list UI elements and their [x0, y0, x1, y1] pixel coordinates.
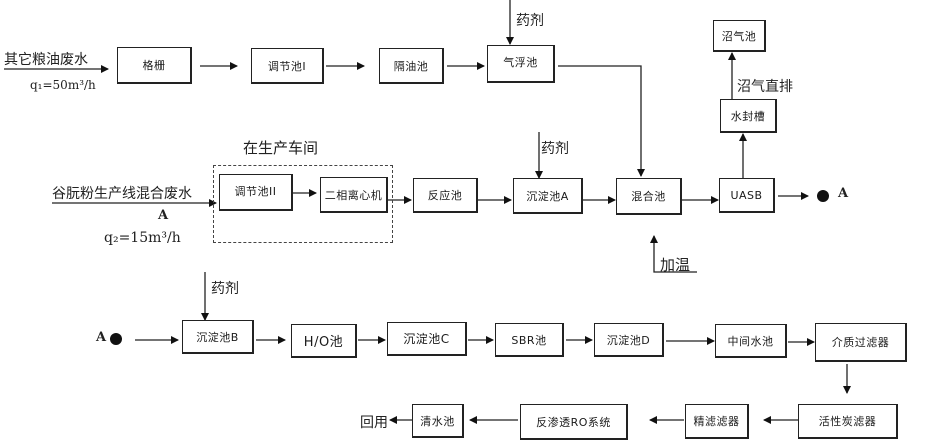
workshop-region	[213, 165, 393, 243]
ho-tank-box: H/O池	[291, 324, 357, 358]
centrifuge-box: 二相离心机	[320, 177, 388, 213]
media-filter-box: 介质过滤器	[815, 323, 907, 362]
connector-a-dot-out	[817, 190, 829, 202]
connector-a-dot-in	[110, 333, 122, 345]
connector-a-label-out: A	[838, 186, 849, 201]
biogas-direct-label: 沼气直排	[737, 79, 793, 95]
gluten-wastewater-label: 谷朊粉生产线混合废水	[52, 186, 192, 202]
biogas-tank-box: 沼气池	[713, 20, 766, 52]
sedimentation-tank-b-box: 沉淀池B	[182, 320, 254, 354]
mixing-tank-box: 混合池	[616, 178, 682, 215]
gluten-wastewater-flow: q₂=15m³/h	[104, 230, 181, 246]
reagent-label-sedimentB: 药剂	[211, 281, 239, 297]
connector-a-label-in: A	[96, 330, 107, 345]
water-seal-box: 水封槽	[720, 99, 777, 133]
flotation-tank-box: 气浮池	[487, 45, 555, 83]
gluten-wastewater-marker: A	[158, 208, 169, 223]
equalization-tank-2-box: 调节池II	[219, 174, 293, 211]
heating-label: 加温	[660, 256, 691, 274]
activated-carbon-filter-box: 活性炭滤器	[798, 404, 898, 439]
oil-separator-box: 隔油池	[379, 48, 444, 84]
sedimentation-tank-d-box: 沉淀池D	[594, 323, 664, 357]
sbr-tank-box: SBR池	[495, 323, 564, 357]
grille-box: 格栅	[117, 47, 192, 84]
in-workshop-label: 在生产车间	[243, 139, 319, 157]
reagent-label-flotation: 药剂	[516, 13, 544, 29]
intermediate-tank-box: 中间水池	[715, 324, 787, 358]
arrow-flotation-to-mixing	[558, 65, 645, 177]
arrow-heating-to-mixing	[650, 235, 697, 273]
clear-water-tank-box: 清水池	[412, 404, 464, 438]
other-wastewater-flow: q₁=50m³/h	[30, 78, 96, 92]
sedimentation-tank-a-box: 沉淀池A	[513, 178, 583, 214]
fine-filter-box: 精滤滤器	[685, 404, 749, 439]
sedimentation-tank-c-box: 沉淀池C	[387, 322, 467, 356]
other-wastewater-label: 其它粮油废水	[4, 52, 88, 68]
reagent-label-sedimentA: 药剂	[541, 141, 569, 157]
equalization-tank-1-box: 调节池I	[251, 48, 324, 84]
reaction-tank-box: 反应池	[413, 178, 478, 213]
ro-system-box: 反渗透RO系统	[520, 404, 628, 440]
uasb-box: UASB	[719, 178, 775, 213]
reuse-label: 回用	[360, 415, 388, 431]
